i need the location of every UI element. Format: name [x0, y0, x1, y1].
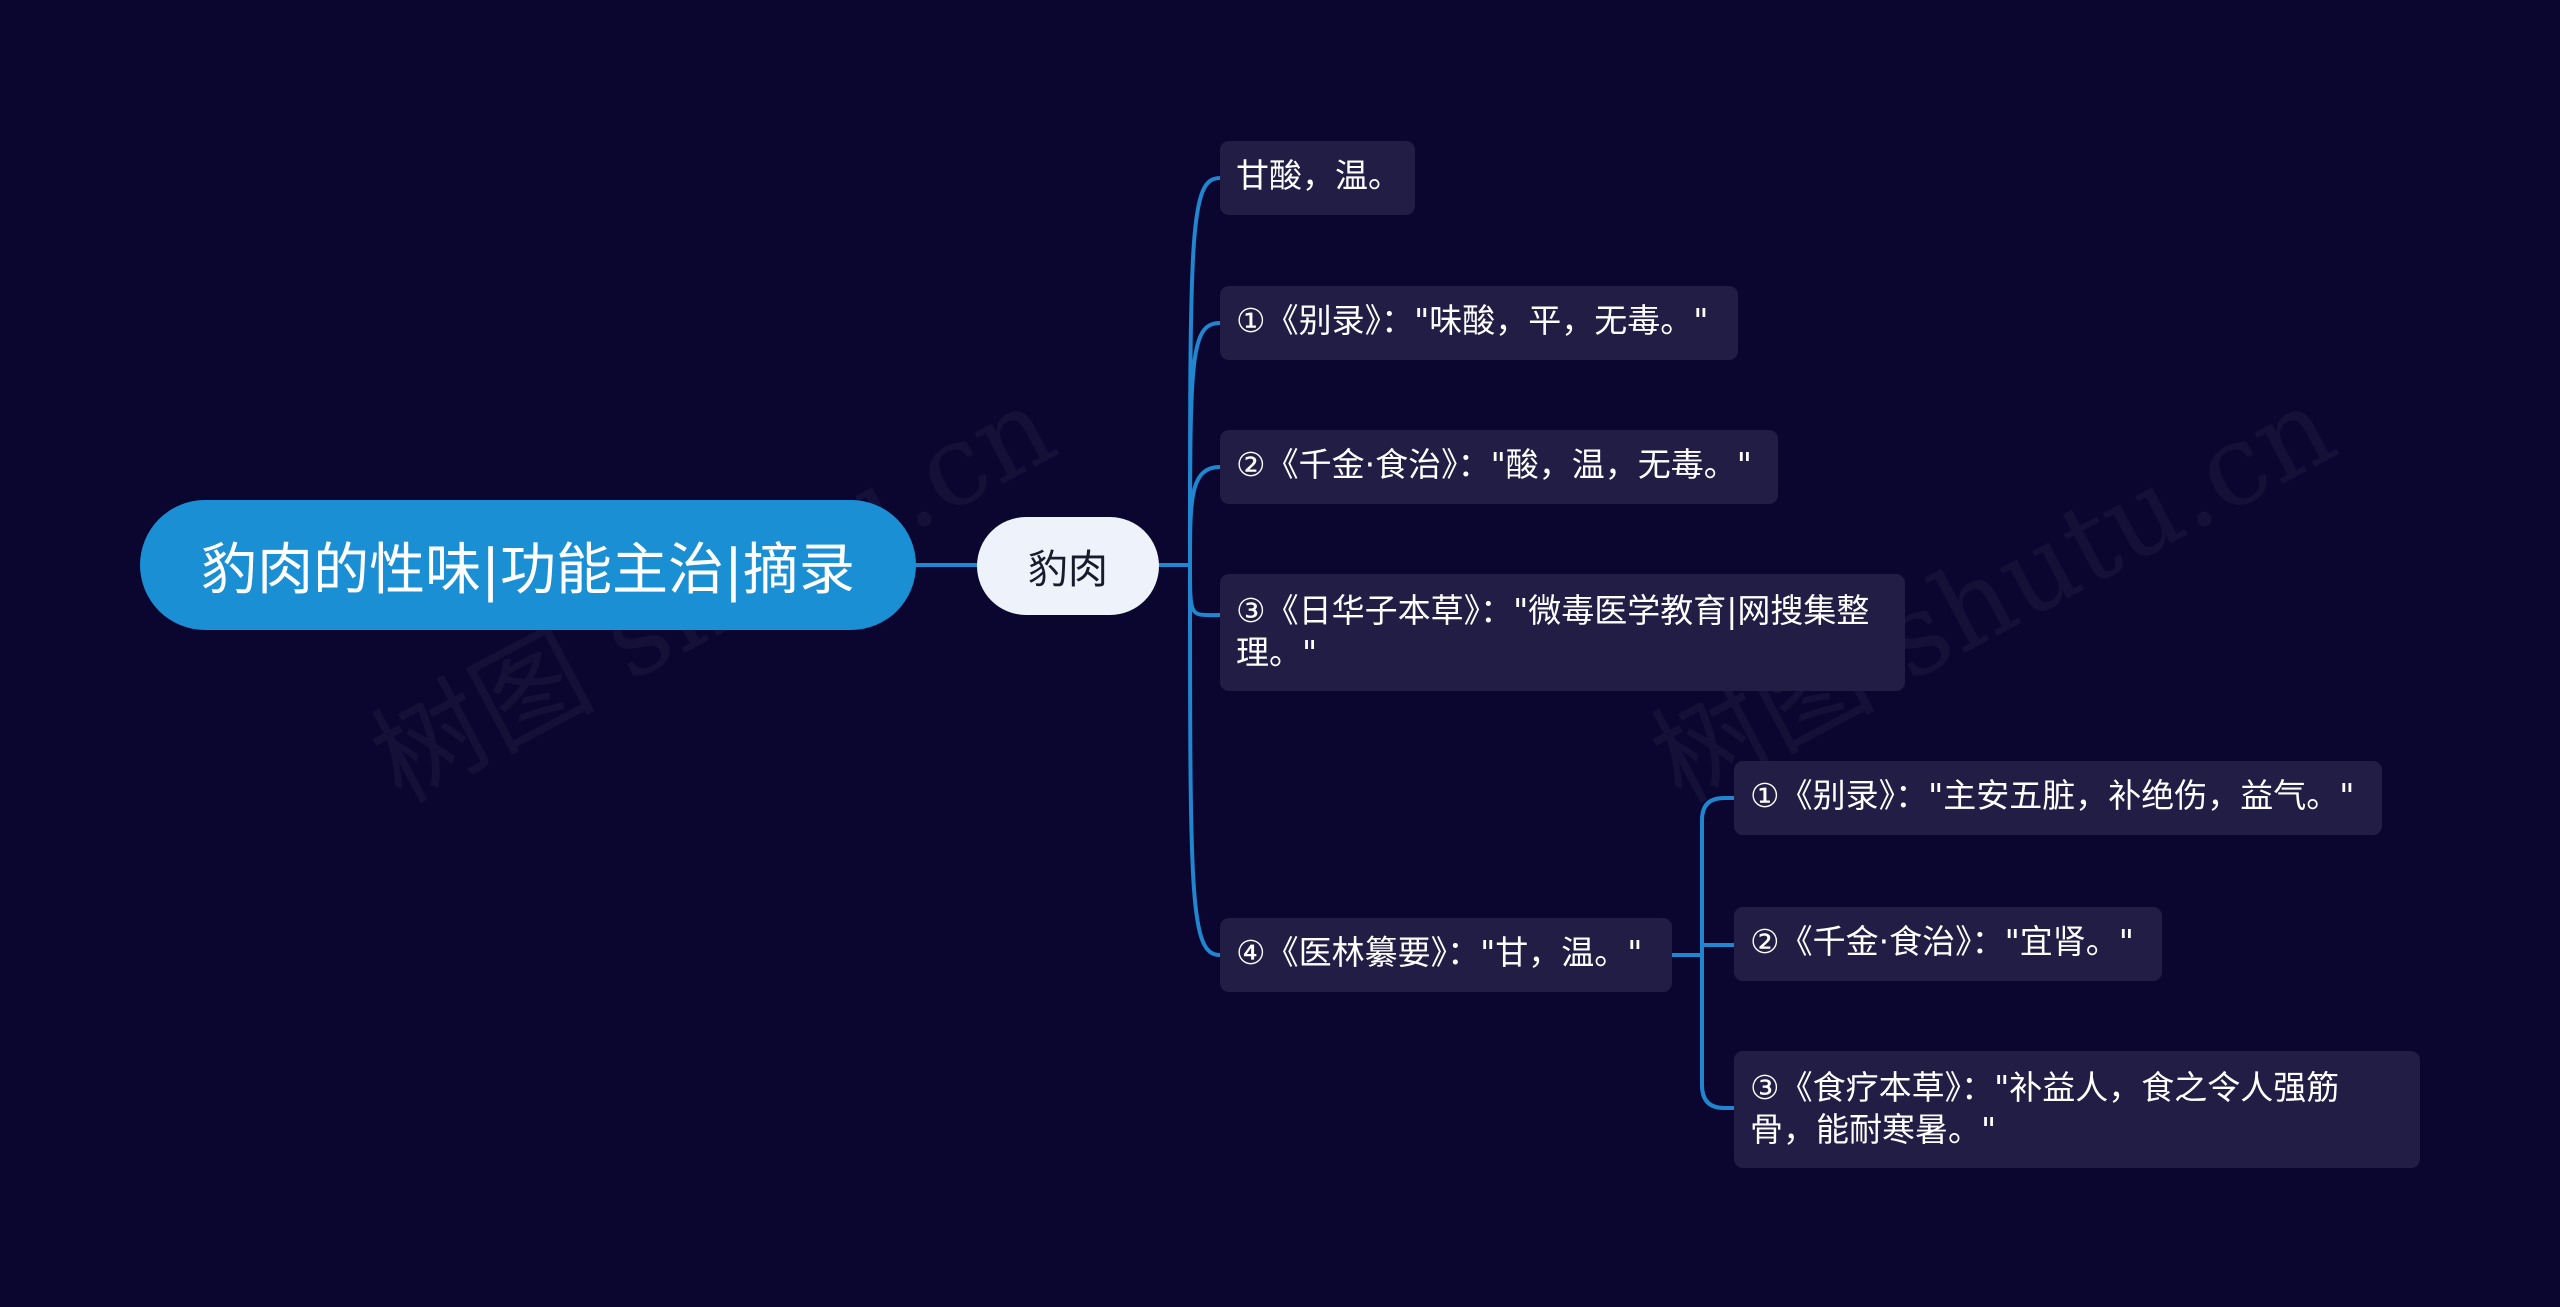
- connector-branch-3: [1188, 465, 1222, 567]
- root-topic-label: 豹肉的性味|功能主治|摘录: [201, 537, 855, 603]
- main-topic-label: 豹肉: [1028, 547, 1108, 593]
- connector-branch-4: [1188, 563, 1222, 618]
- branch-node-label: ④《医林纂要》："甘，温。": [1236, 933, 1643, 972]
- sub-branch-node-1[interactable]: ①《别录》："主安五脏，补绝伤，益气。": [1734, 761, 2382, 835]
- main-topic[interactable]: 豹肉: [977, 517, 1159, 615]
- connector-branch-2: [1188, 321, 1222, 567]
- branch-node-label: ②《千金·食治》："酸，温，无毒。": [1236, 445, 1752, 484]
- sub-branch-node-2[interactable]: ②《千金·食治》："宜肾。": [1734, 907, 2162, 981]
- branch-node-4[interactable]: ③《日华子本草》："微毒医学教育|网搜集整理。": [1220, 574, 1905, 691]
- sub-branch-node-label: ①《别录》："主安五脏，补绝伤，益气。": [1750, 776, 2355, 815]
- branch-node-5[interactable]: ④《医林纂要》："甘，温。": [1220, 918, 1672, 992]
- sub-branch-node-label: ②《千金·食治》："宜肾。": [1750, 922, 2134, 961]
- connector-branch-5: [1188, 563, 1222, 957]
- branch-node-label: ③《日华子本草》："微毒医学教育|网搜集整理。": [1236, 591, 1870, 672]
- branch-node-1[interactable]: 甘酸，温。: [1220, 141, 1415, 215]
- sub-branch-node-3[interactable]: ③《食疗本草》："补益人，食之令人强筋骨，能耐寒暑。": [1734, 1051, 2420, 1168]
- connector-sub-1: [1700, 796, 1736, 957]
- branch-node-label: ①《别录》："味酸，平，无毒。": [1236, 301, 1709, 340]
- branch-node-2[interactable]: ①《别录》："味酸，平，无毒。": [1220, 286, 1738, 360]
- connector-sub-3: [1700, 953, 1736, 1110]
- branch-node-label: 甘酸，温。: [1236, 156, 1401, 195]
- branch-node-3[interactable]: ②《千金·食治》："酸，温，无毒。": [1220, 430, 1778, 504]
- sub-branch-node-label: ③《食疗本草》："补益人，食之令人强筋骨，能耐寒暑。": [1750, 1068, 2340, 1149]
- root-topic[interactable]: 豹肉的性味|功能主治|摘录: [140, 500, 916, 630]
